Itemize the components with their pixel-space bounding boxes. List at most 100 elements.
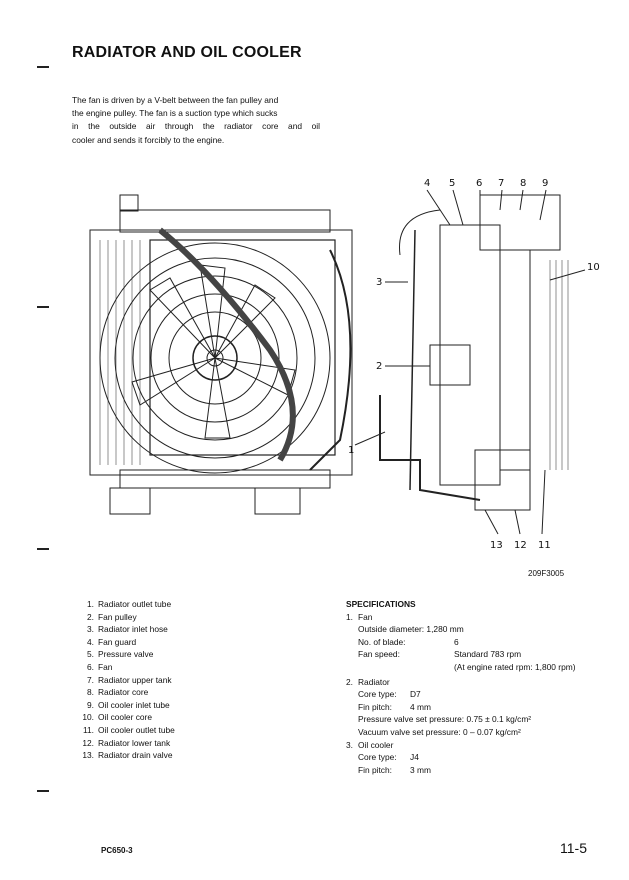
radiator-inlet-hose [158, 227, 296, 462]
radiator-upper-tank [119, 209, 331, 233]
page-number: 11-5 [560, 840, 587, 856]
fan-blade [149, 277, 216, 359]
list-item: 11.Oil cooler outlet tube [78, 724, 175, 737]
spec-line: Core type: D7 [346, 688, 576, 701]
specs-heading: SPECIFICATIONS [346, 599, 416, 609]
spec-line: Fin pitch:4 mm [346, 701, 576, 714]
fan-ring [132, 275, 298, 441]
callout-label: 13 [490, 540, 503, 551]
spec-line: No. of blade:6 [346, 636, 576, 649]
spec-section-fan: 1.Fan [346, 611, 576, 624]
intro-line: in the outside air through the radiator … [72, 121, 320, 132]
radiator-frame [89, 229, 353, 476]
side-oil-cooler [499, 249, 531, 471]
spec-value: 6 [454, 636, 459, 647]
part-number: 6. [87, 661, 94, 672]
fan-hub [192, 335, 238, 381]
part-number: 8. [87, 687, 94, 698]
part-number: 9. [87, 699, 94, 710]
radiator-drawing: 4 5 6 7 8 9 10 3 2 1 13 12 11 [89, 178, 600, 551]
side-hose [399, 209, 441, 256]
part-label: Fan pulley [98, 611, 137, 622]
spec-line: Outside diameter: 1,280 mm [358, 624, 464, 635]
part-label: Radiator lower tank [98, 737, 171, 748]
part-number: 13. [82, 750, 94, 761]
list-item: 3. Radiator inlet hose [78, 623, 175, 636]
callout-label: 7 [498, 178, 504, 189]
fan-blade [199, 264, 226, 359]
spec-value: J4 [410, 752, 419, 763]
figure-code: 209F3005 [528, 569, 565, 578]
part-label: Radiator core [98, 687, 149, 698]
spec-section-oil-cooler: 3.Oil cooler [346, 739, 576, 752]
list-item: 1. Radiator outlet tube [78, 598, 175, 611]
spec-value: D7 [410, 689, 421, 700]
spec-line: Core type:J4 [346, 751, 576, 764]
callout-label: 12 [514, 540, 527, 551]
callout-label: 6 [476, 178, 482, 189]
list-item: 2.Fan pulley [78, 611, 175, 624]
list-item: 12. Radiator lower tank [78, 737, 175, 750]
list-item: 6.Fan [78, 661, 175, 674]
spec-number: 3. [346, 739, 353, 750]
part-label: Radiator outlet tube [98, 599, 172, 609]
spec-line: Pressure valve set pressure: 0.75 ± 0.1 … [358, 714, 532, 725]
fan-ring [168, 311, 262, 405]
list-item: 13.Radiator drain valve [78, 749, 175, 762]
list-item: 4. Fan guard [78, 636, 175, 649]
radiator-lower-tank [119, 469, 331, 489]
spec-key: Fin pitch: [358, 764, 392, 775]
page-title: RADIATOR AND OIL COOLER [72, 44, 302, 61]
callout-label: 4 [424, 178, 430, 189]
fan-ring [114, 257, 316, 459]
mount-bracket [254, 487, 301, 515]
part-number: 3. [87, 624, 94, 635]
part-number: 11. [82, 724, 94, 735]
spec-key: Core type: [358, 689, 397, 700]
spec-name: Fan [358, 611, 373, 622]
spec-section-radiator: 2.Radiator [346, 676, 576, 689]
side-upper-tank [479, 194, 561, 251]
part-number: 1. [87, 599, 94, 609]
spec-line: Fin pitch: 3 mm [346, 764, 576, 777]
radiator-core [99, 240, 141, 465]
fan-blade [214, 357, 296, 396]
pressure-cap [119, 194, 139, 212]
side-outlet-tube [379, 395, 481, 501]
margin-mark [37, 306, 49, 308]
callout-label: 8 [520, 178, 526, 189]
part-label: Pressure valve [98, 649, 154, 660]
part-label: Oil cooler inlet tube [98, 699, 170, 710]
fan-blade [131, 357, 216, 406]
margin-mark [37, 548, 49, 550]
part-label: Radiator inlet hose [98, 624, 168, 635]
list-item: 9. Oil cooler inlet tube [78, 699, 175, 712]
part-number: 4. [87, 636, 94, 647]
intro-line: The fan is driven by a V-belt between th… [72, 95, 279, 105]
spec-line: Vacuum valve set pressure: 0 – 0.07 kg/c… [358, 726, 521, 737]
callout-label: 10 [587, 262, 600, 273]
fan-hub [206, 349, 224, 367]
spec-line: Fan speed:Standard 783 rpm [346, 648, 576, 661]
side-lower-tank [474, 449, 531, 511]
part-label: Oil cooler core [98, 712, 152, 723]
callout-label: 3 [376, 277, 382, 288]
part-number: 12. [82, 737, 94, 748]
callout-label: 9 [542, 178, 548, 189]
intro-line: the engine pulley. The fan is a suction … [72, 108, 278, 119]
oil-cooler-core [549, 260, 569, 470]
parts-list: 1. Radiator outlet tube 2.Fan pulley 3. Ra… [78, 598, 175, 762]
list-item: 5.Pressure valve [78, 648, 175, 661]
list-item: 7.Radiator upper tank [78, 674, 175, 687]
part-label: Fan guard [98, 636, 137, 647]
spec-value: Standard 783 rpm [454, 649, 522, 660]
fan-ring [150, 293, 280, 423]
fan-blade [204, 357, 231, 439]
side-fan [409, 229, 416, 491]
list-item: 8. Radiator core [78, 686, 175, 699]
spec-value: 3 mm [410, 764, 431, 775]
callout-label: 5 [449, 178, 455, 189]
side-fan-pulley [429, 344, 471, 386]
callout-label: 1 [348, 445, 354, 456]
callout-label: 11 [538, 540, 551, 551]
